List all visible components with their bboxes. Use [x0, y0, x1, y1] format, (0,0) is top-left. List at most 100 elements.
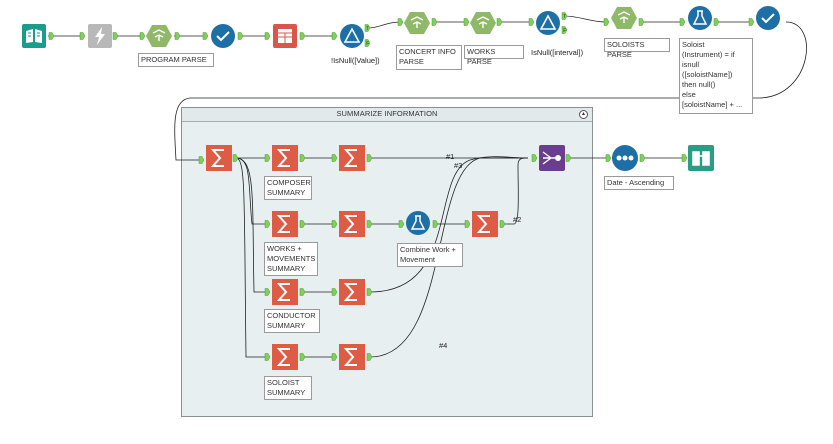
false-anchor[interactable] [364, 39, 371, 47]
input-anchor[interactable] [531, 154, 538, 162]
summarize-tool-works[interactable] [272, 211, 298, 237]
annotation-soloist-summary: SOLOIST SUMMARY [264, 376, 312, 400]
input-anchor[interactable] [331, 288, 338, 296]
connection-wires [48, 15, 807, 358]
summarize-tool-composer-2[interactable] [339, 145, 365, 171]
output-anchor[interactable] [496, 18, 503, 26]
input-anchor[interactable] [139, 32, 146, 40]
output-anchor[interactable] [432, 220, 439, 228]
summarize-tool-conductor-2[interactable] [339, 279, 365, 305]
input-anchor[interactable] [331, 353, 338, 361]
filter-tool-value[interactable] [340, 24, 364, 48]
input-data-tool[interactable] [22, 24, 46, 48]
output-anchor[interactable] [174, 32, 181, 40]
disabled-tool[interactable] [88, 24, 112, 48]
output-anchor[interactable] [565, 154, 572, 162]
summarize-tool-combine[interactable] [472, 211, 498, 237]
select-icon [211, 24, 235, 48]
input-anchor[interactable] [198, 156, 205, 164]
output-anchor[interactable] [713, 18, 720, 26]
annotation-program-parse: PROGRAM PARSE [138, 53, 214, 67]
input-anchor[interactable] [264, 220, 271, 228]
input-anchor[interactable] [681, 154, 688, 162]
true-anchor-label: T [366, 26, 369, 32]
summarize-tool-composer[interactable] [272, 145, 298, 171]
sort-tool[interactable] [612, 145, 638, 171]
filter-tool-interval[interactable] [536, 11, 560, 35]
output-anchor[interactable] [48, 32, 55, 40]
input-anchor[interactable] [264, 288, 271, 296]
input-anchor[interactable] [264, 154, 271, 162]
true-anchor[interactable] [561, 12, 568, 20]
summarize-tool-works-2[interactable] [339, 211, 365, 237]
collapse-button[interactable]: ▴ [579, 110, 588, 119]
select-tool-2[interactable] [756, 6, 780, 30]
xml-parse-tool-program[interactable] [146, 24, 172, 48]
false-anchor[interactable] [561, 26, 568, 34]
input-anchor[interactable] [748, 18, 755, 26]
input-anchor[interactable] [605, 154, 612, 162]
xml-parse-tool-works[interactable] [470, 11, 496, 35]
input-anchor[interactable] [331, 32, 338, 40]
browse-tool[interactable] [688, 145, 714, 171]
summarize-icon [206, 145, 232, 171]
browse-icon [688, 145, 714, 171]
formula-tool-combine[interactable] [406, 211, 430, 235]
output-anchor[interactable] [366, 154, 373, 162]
input-anchor[interactable] [331, 154, 338, 162]
summarize-icon [339, 344, 365, 370]
output-anchor[interactable] [366, 288, 373, 296]
summarize-icon [472, 211, 498, 237]
output-anchor[interactable] [299, 353, 306, 361]
output-anchor[interactable] [299, 154, 306, 162]
input-anchor[interactable] [603, 18, 610, 26]
true-anchor[interactable] [364, 24, 371, 32]
output-anchor[interactable] [366, 220, 373, 228]
xml-parse-tool-soloists[interactable] [611, 6, 637, 30]
filter-icon [340, 24, 364, 48]
input-anchor[interactable] [528, 18, 535, 26]
output-anchor[interactable] [499, 220, 506, 228]
input-anchor[interactable] [679, 18, 686, 26]
summarize-tool-soloist-2[interactable] [339, 344, 365, 370]
output-anchor[interactable] [112, 32, 119, 40]
annotation-works-parse: WORKS PARSE [464, 45, 524, 66]
union-tool[interactable] [539, 145, 565, 171]
output-anchor[interactable] [639, 154, 646, 162]
summarize-icon [272, 145, 298, 171]
summarize-tool-main[interactable] [206, 145, 232, 171]
input-anchor[interactable] [331, 220, 338, 228]
input-anchor[interactable] [264, 32, 271, 40]
output-anchor[interactable] [366, 353, 373, 361]
output-anchor[interactable] [237, 32, 244, 40]
select-icon [756, 6, 780, 30]
formula-tool-soloist[interactable] [688, 6, 712, 30]
xml-parse-icon [470, 12, 496, 34]
select-tool-1[interactable] [211, 24, 235, 48]
output-anchor[interactable] [299, 288, 306, 296]
input-anchor[interactable] [463, 18, 470, 26]
annotation-combine-work-movement: Combine Work + Movement [397, 243, 463, 267]
input-anchor[interactable] [398, 220, 405, 228]
input-anchor[interactable] [79, 32, 86, 40]
input-anchor[interactable] [464, 220, 471, 228]
wire-label-1: #1 [446, 152, 455, 161]
text-to-columns-tool[interactable] [273, 24, 297, 48]
output-anchor[interactable] [638, 18, 645, 26]
output-anchor[interactable] [299, 32, 306, 40]
input-anchor[interactable] [397, 18, 404, 26]
summarize-tool-soloist[interactable] [272, 344, 298, 370]
output-anchor[interactable] [232, 154, 239, 162]
container-header[interactable]: SUMMARIZE INFORMATION ▴ [182, 108, 592, 122]
input-anchor[interactable] [202, 32, 209, 40]
xml-parse-tool-concert[interactable] [404, 11, 430, 35]
wire-label-4: #4 [439, 341, 448, 350]
output-anchor[interactable] [431, 18, 438, 26]
input-anchor[interactable] [264, 353, 271, 361]
summarize-tool-conductor[interactable] [272, 279, 298, 305]
summarize-information-container[interactable]: SUMMARIZE INFORMATION ▴ [181, 107, 593, 417]
summarize-icon [272, 211, 298, 237]
output-anchor[interactable] [299, 220, 306, 228]
annotation-filter-value: !IsNull([Value]) [331, 56, 380, 65]
